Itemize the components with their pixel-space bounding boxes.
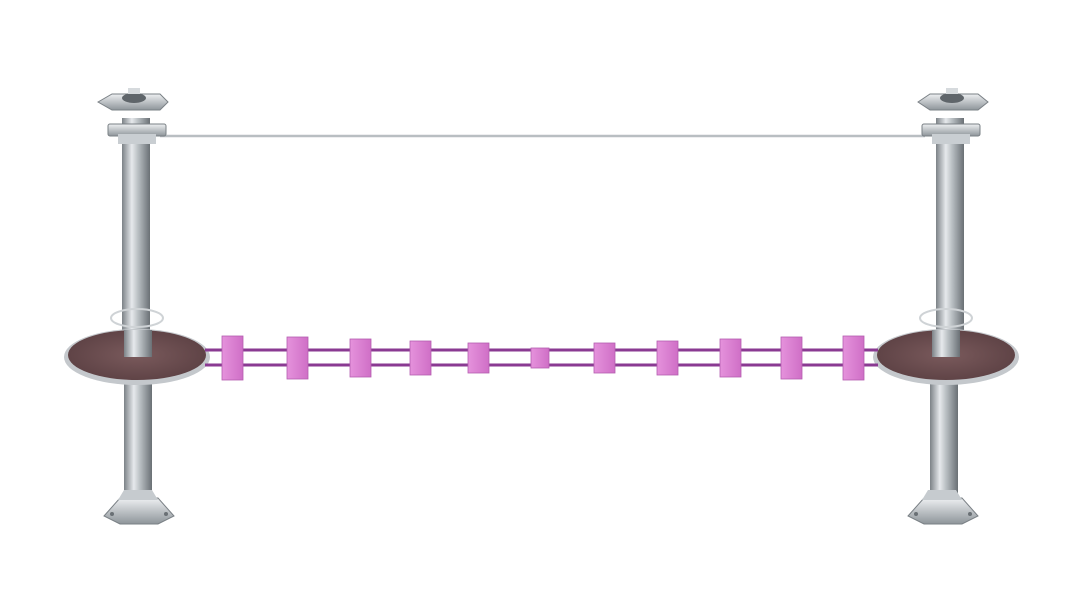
bridge-plank xyxy=(593,342,616,374)
bridge-plank xyxy=(467,342,490,374)
bridge-plank xyxy=(530,347,550,369)
right-post xyxy=(907,88,989,525)
left-platform xyxy=(64,329,210,385)
bridge-plank xyxy=(656,340,679,376)
bridge-plank xyxy=(349,338,372,378)
bridge-planks xyxy=(221,335,865,381)
right-platform xyxy=(873,329,1019,385)
bridge-plank xyxy=(842,335,865,381)
bridge-plank xyxy=(409,340,432,376)
bridge-plank xyxy=(286,336,309,380)
bridge-plank xyxy=(719,338,742,378)
bridge-plank xyxy=(780,336,803,380)
bridge-plank xyxy=(221,335,244,381)
left-post xyxy=(96,88,175,525)
